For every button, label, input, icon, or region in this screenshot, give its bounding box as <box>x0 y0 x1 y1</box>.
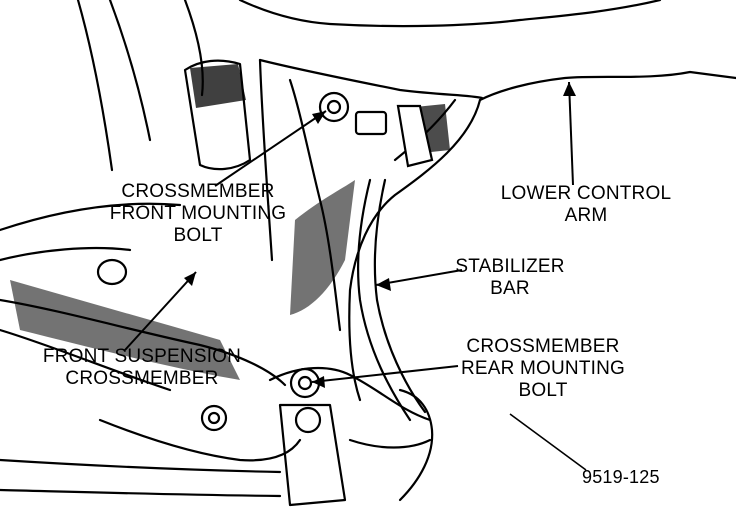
hatch-crossmember <box>10 280 240 380</box>
label-stabilizer-bar: STABILIZER BAR <box>440 256 580 300</box>
label-crossmember-front-mounting-bolt: CROSSMEMBER FRONT MOUNTING BOLT <box>98 181 298 247</box>
stabilizer-bar <box>356 178 412 422</box>
label-front-suspension-crossmember: FRONT SUSPENSION CROSSMEMBER <box>22 346 262 390</box>
lower-bolt-head <box>294 406 322 434</box>
arrowheads <box>184 82 576 388</box>
arrow-rear-bolt <box>312 376 325 388</box>
hatch-bracket <box>290 180 355 315</box>
leader-rear-bolt <box>311 365 459 383</box>
label-crossmember-rear-mounting-bolt: CROSSMEMBER REAR MOUNTING BOLT <box>442 336 644 402</box>
rear-mounting-bolt-center <box>297 375 313 391</box>
arrow-lca <box>563 82 576 96</box>
bracket-left-edge <box>258 58 274 262</box>
bottom-rail-2 <box>0 488 282 498</box>
figure-number: 9519-125 <box>582 467 660 487</box>
label-line: CROSSMEMBER <box>65 368 219 389</box>
crossmember-bracket <box>258 58 484 100</box>
front-mounting-bolt-center <box>326 99 342 115</box>
stabilizer-link <box>396 104 434 168</box>
label-line: BAR <box>490 278 530 299</box>
bottom-rail <box>0 458 282 474</box>
hatch-rail <box>190 64 246 108</box>
lca-lower-edge <box>398 388 434 502</box>
label-line: CROSSMEMBER <box>121 181 275 202</box>
body-panel-left-2 <box>0 246 132 262</box>
crossmember-hole <box>96 258 128 286</box>
rear-bracket <box>278 403 347 507</box>
bracket-curve <box>288 78 342 332</box>
label-line: REAR MOUNTING <box>460 358 626 379</box>
lower-control-arm-outline <box>478 70 736 102</box>
crossmember-lower-2 <box>0 328 172 392</box>
label-line: FRONT MOUNTING <box>109 203 287 224</box>
figure-number-leader <box>509 413 587 471</box>
label-line: FRONT SUSPENSION <box>42 346 242 367</box>
stabilizer-bar-2 <box>373 178 427 414</box>
label-line: STABILIZER <box>455 256 565 277</box>
body-outline-inner <box>108 0 152 142</box>
leader-lca <box>568 81 574 186</box>
body-outline-top-right <box>238 0 662 28</box>
arrow-front-susp <box>184 272 196 286</box>
leader-front-susp <box>124 271 197 351</box>
arrow-stab <box>376 278 391 291</box>
label-line: CROSSMEMBER <box>466 336 620 357</box>
label-lower-control-arm: LOWER CONTROL ARM <box>478 183 694 227</box>
leader-front-bolt <box>214 110 327 187</box>
label-line: ARM <box>564 205 608 226</box>
front-bolt-nut <box>354 110 388 136</box>
crossmember-bottom <box>98 418 302 462</box>
label-line: BOLT <box>173 225 223 246</box>
frame-rail-upper <box>183 59 252 171</box>
fender-lower <box>348 438 432 449</box>
label-line: LOWER CONTROL <box>500 183 672 204</box>
body-panel-left <box>0 202 182 232</box>
shading <box>10 64 450 380</box>
label-line: BOLT <box>518 380 568 401</box>
crossmember-bolt-center <box>207 411 221 425</box>
arrow-front-bolt <box>312 111 326 124</box>
leader-stab <box>375 269 463 286</box>
leader-lines <box>124 81 574 383</box>
lca-body <box>348 98 482 402</box>
body-outline-top <box>76 0 114 172</box>
